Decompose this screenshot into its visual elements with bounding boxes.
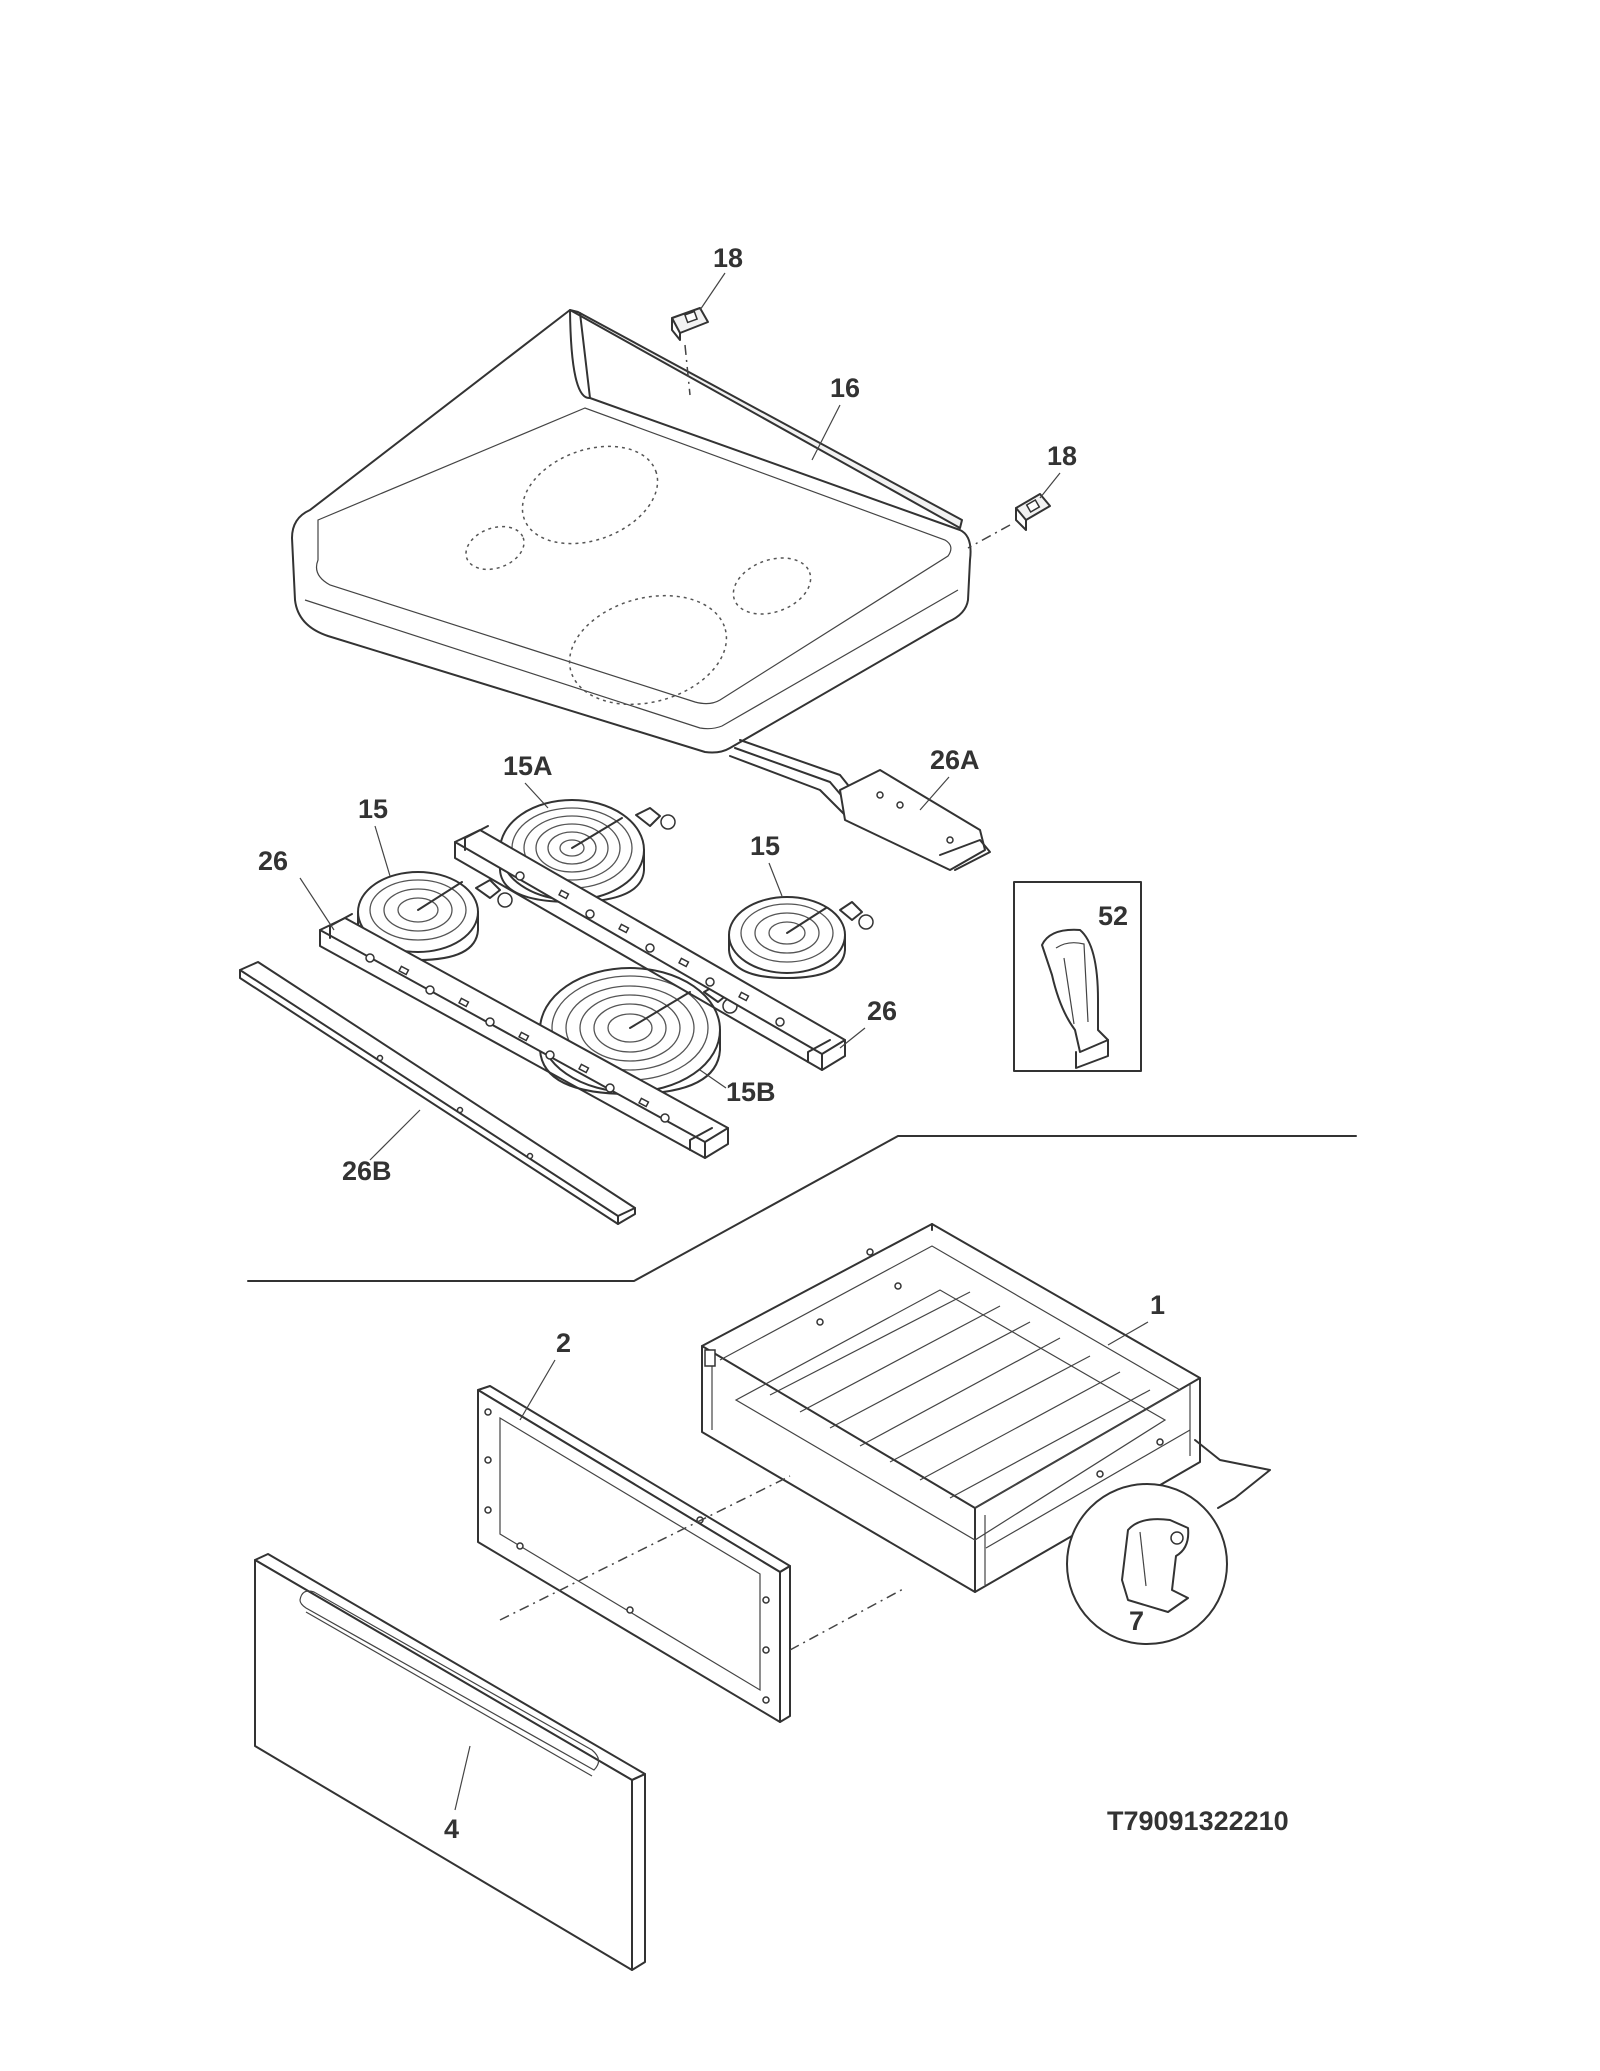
callout-4: 4 [444, 1814, 459, 1844]
cooktop-glass-top [291, 309, 972, 754]
callout-16: 16 [830, 373, 860, 403]
callout-15-left: 15 [358, 794, 388, 824]
callout-26-right: 26 [867, 996, 897, 1026]
alignment-dash-upper [499, 1475, 791, 1621]
drawer-panel-2 [477, 1385, 791, 1723]
bracket-18-top [671, 307, 709, 396]
callout-52: 52 [1098, 901, 1128, 931]
callout-7: 7 [1129, 1606, 1144, 1636]
clip-inset-52 [1013, 881, 1142, 1072]
callout-26a: 26A [930, 745, 980, 775]
callout-2: 2 [556, 1328, 571, 1358]
wiring-harness-26a [729, 739, 991, 871]
drawer-body-1 [701, 1223, 1201, 1593]
glide-inset-7 [1066, 1439, 1271, 1645]
leader-lines [299, 272, 1149, 1811]
drawing-id: T79091322210 [1107, 1806, 1289, 1836]
surface-element-15-right [728, 896, 874, 979]
trim-strip-26b [239, 961, 636, 1225]
section-divider [247, 1135, 1357, 1282]
callout-15-right: 15 [750, 831, 780, 861]
element-bracket-26-right [454, 825, 846, 1071]
alignment-dash-lower [789, 1587, 906, 1651]
callout-26-left: 26 [258, 846, 288, 876]
callout-15a: 15A [503, 751, 553, 781]
surface-element-15-left [357, 871, 513, 961]
bracket-18-right [967, 493, 1051, 549]
element-bracket-26-left [319, 913, 729, 1159]
callout-15b: 15B [726, 1077, 776, 1107]
callout-1: 1 [1150, 1290, 1165, 1320]
callout-18-right: 18 [1047, 441, 1077, 471]
callout-18-top: 18 [713, 243, 743, 273]
callout-26b: 26B [342, 1156, 392, 1186]
surface-element-15a [499, 799, 676, 903]
drawer-front-4 [254, 1553, 646, 1971]
